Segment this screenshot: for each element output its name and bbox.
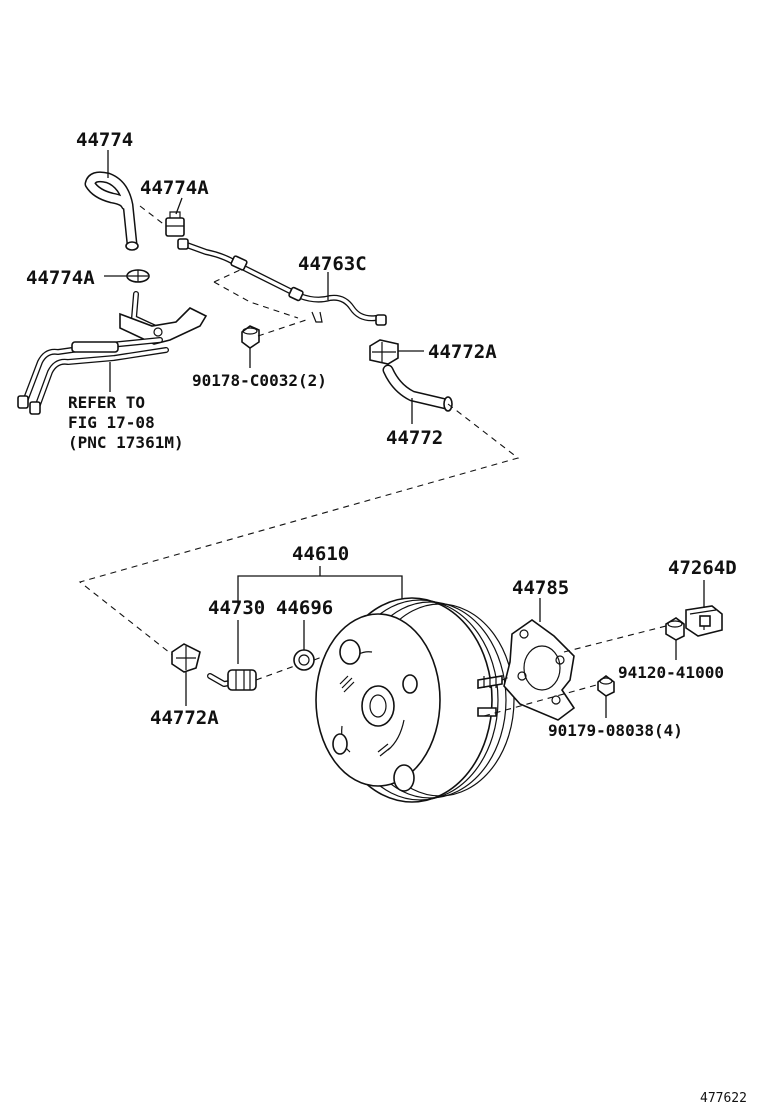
dashline-hose-to-booster [78,403,520,665]
clip-44772a-right[interactable] [369,339,399,365]
figure-id: 477622 [700,1091,747,1106]
dashline-gasket-clevis [563,625,667,653]
grommet-44696[interactable] [293,649,315,671]
label-refer-line3: (PNC 17361M) [68,433,184,452]
nut-90179-08038[interactable] [597,675,615,697]
label-44774a-upper: 44774A [140,177,209,199]
label-44772: 44772 [386,427,443,449]
dashline-booster-nut [483,683,601,717]
clip-44774a-upper[interactable] [165,211,185,237]
nut-94120-41000[interactable] [665,617,685,641]
dashline-nut-pipe [257,319,307,337]
bracket-assembly[interactable] [17,291,208,415]
label-refer-line1: REFER TO [68,393,145,412]
label-44772a-right: 44772A [428,341,497,363]
label-refer-line2: FIG 17-08 [68,413,155,432]
clip-44772a-bottom[interactable] [171,643,201,673]
dashline-booster-gasket [501,675,513,681]
label-44785: 44785 [512,577,569,599]
label-44774a-left: 44774A [26,267,95,289]
label-94120-41000: 94120-41000 [618,663,724,682]
brake-booster-44610[interactable] [315,597,515,803]
label-44763c: 44763C [298,253,367,275]
leader-44610 [237,566,403,604]
nut-90178-c0032[interactable] [241,325,260,349]
clevis-47264d[interactable] [685,605,723,637]
label-44774: 44774 [76,129,133,151]
pipe-44763c[interactable] [177,238,387,326]
dashline-hose-clip [139,205,167,227]
check-valve-44730[interactable] [207,669,257,691]
label-44610: 44610 [292,543,349,565]
label-90178-c0032: 90178-C0032(2) [192,371,327,390]
label-44730: 44730 [208,597,265,619]
gasket-44785[interactable] [503,619,576,721]
hose-44772[interactable] [382,364,453,412]
dashline-valve-grommet [255,663,301,681]
dashline-pipe-bracket [213,269,299,319]
label-47264d: 47264D [668,557,737,579]
label-44772a-bottom: 44772A [150,707,219,729]
label-90179-08038: 90179-08038(4) [548,721,683,740]
label-44696: 44696 [276,597,333,619]
leader-44774a-upper [175,197,183,215]
hose-44774[interactable] [84,171,139,251]
clip-44774a-left[interactable] [126,269,150,283]
